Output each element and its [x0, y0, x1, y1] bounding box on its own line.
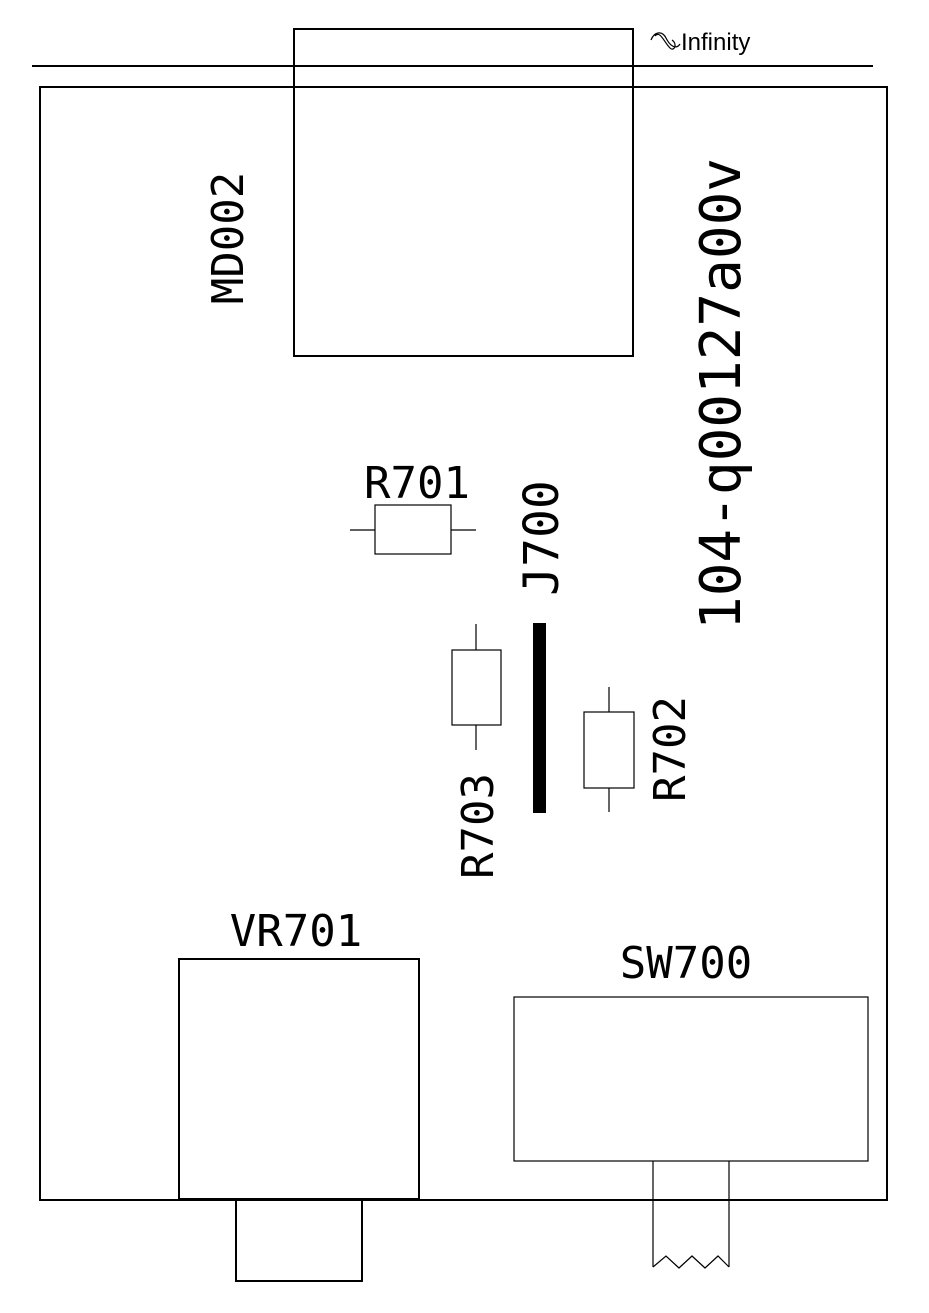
r703-label: R703 — [453, 773, 504, 879]
j700-label: J700 — [514, 480, 570, 596]
r702-resistor — [584, 687, 634, 812]
md002-label: MD002 — [203, 172, 254, 304]
sw700-label: SW700 — [620, 938, 752, 989]
r701-resistor — [350, 505, 476, 554]
sw700-body — [514, 997, 868, 1161]
md002-body — [294, 29, 633, 356]
vr701-shaft — [236, 1200, 362, 1281]
j700-jumper — [533, 623, 546, 813]
r701-label: R701 — [364, 458, 470, 509]
infinity-logo-icon — [651, 33, 680, 49]
pcb-board-outline — [40, 87, 887, 1200]
vr701-label: VR701 — [230, 906, 362, 957]
board-part-number: 104-q00127a00v — [689, 158, 754, 630]
r703-resistor — [452, 624, 501, 750]
infinity-logo: Infinity — [651, 29, 750, 56]
r702-label: R702 — [645, 696, 696, 802]
vr701-body — [179, 959, 419, 1199]
infinity-logo-text: Infinity — [681, 29, 750, 56]
sw700-actuator — [653, 1161, 729, 1268]
